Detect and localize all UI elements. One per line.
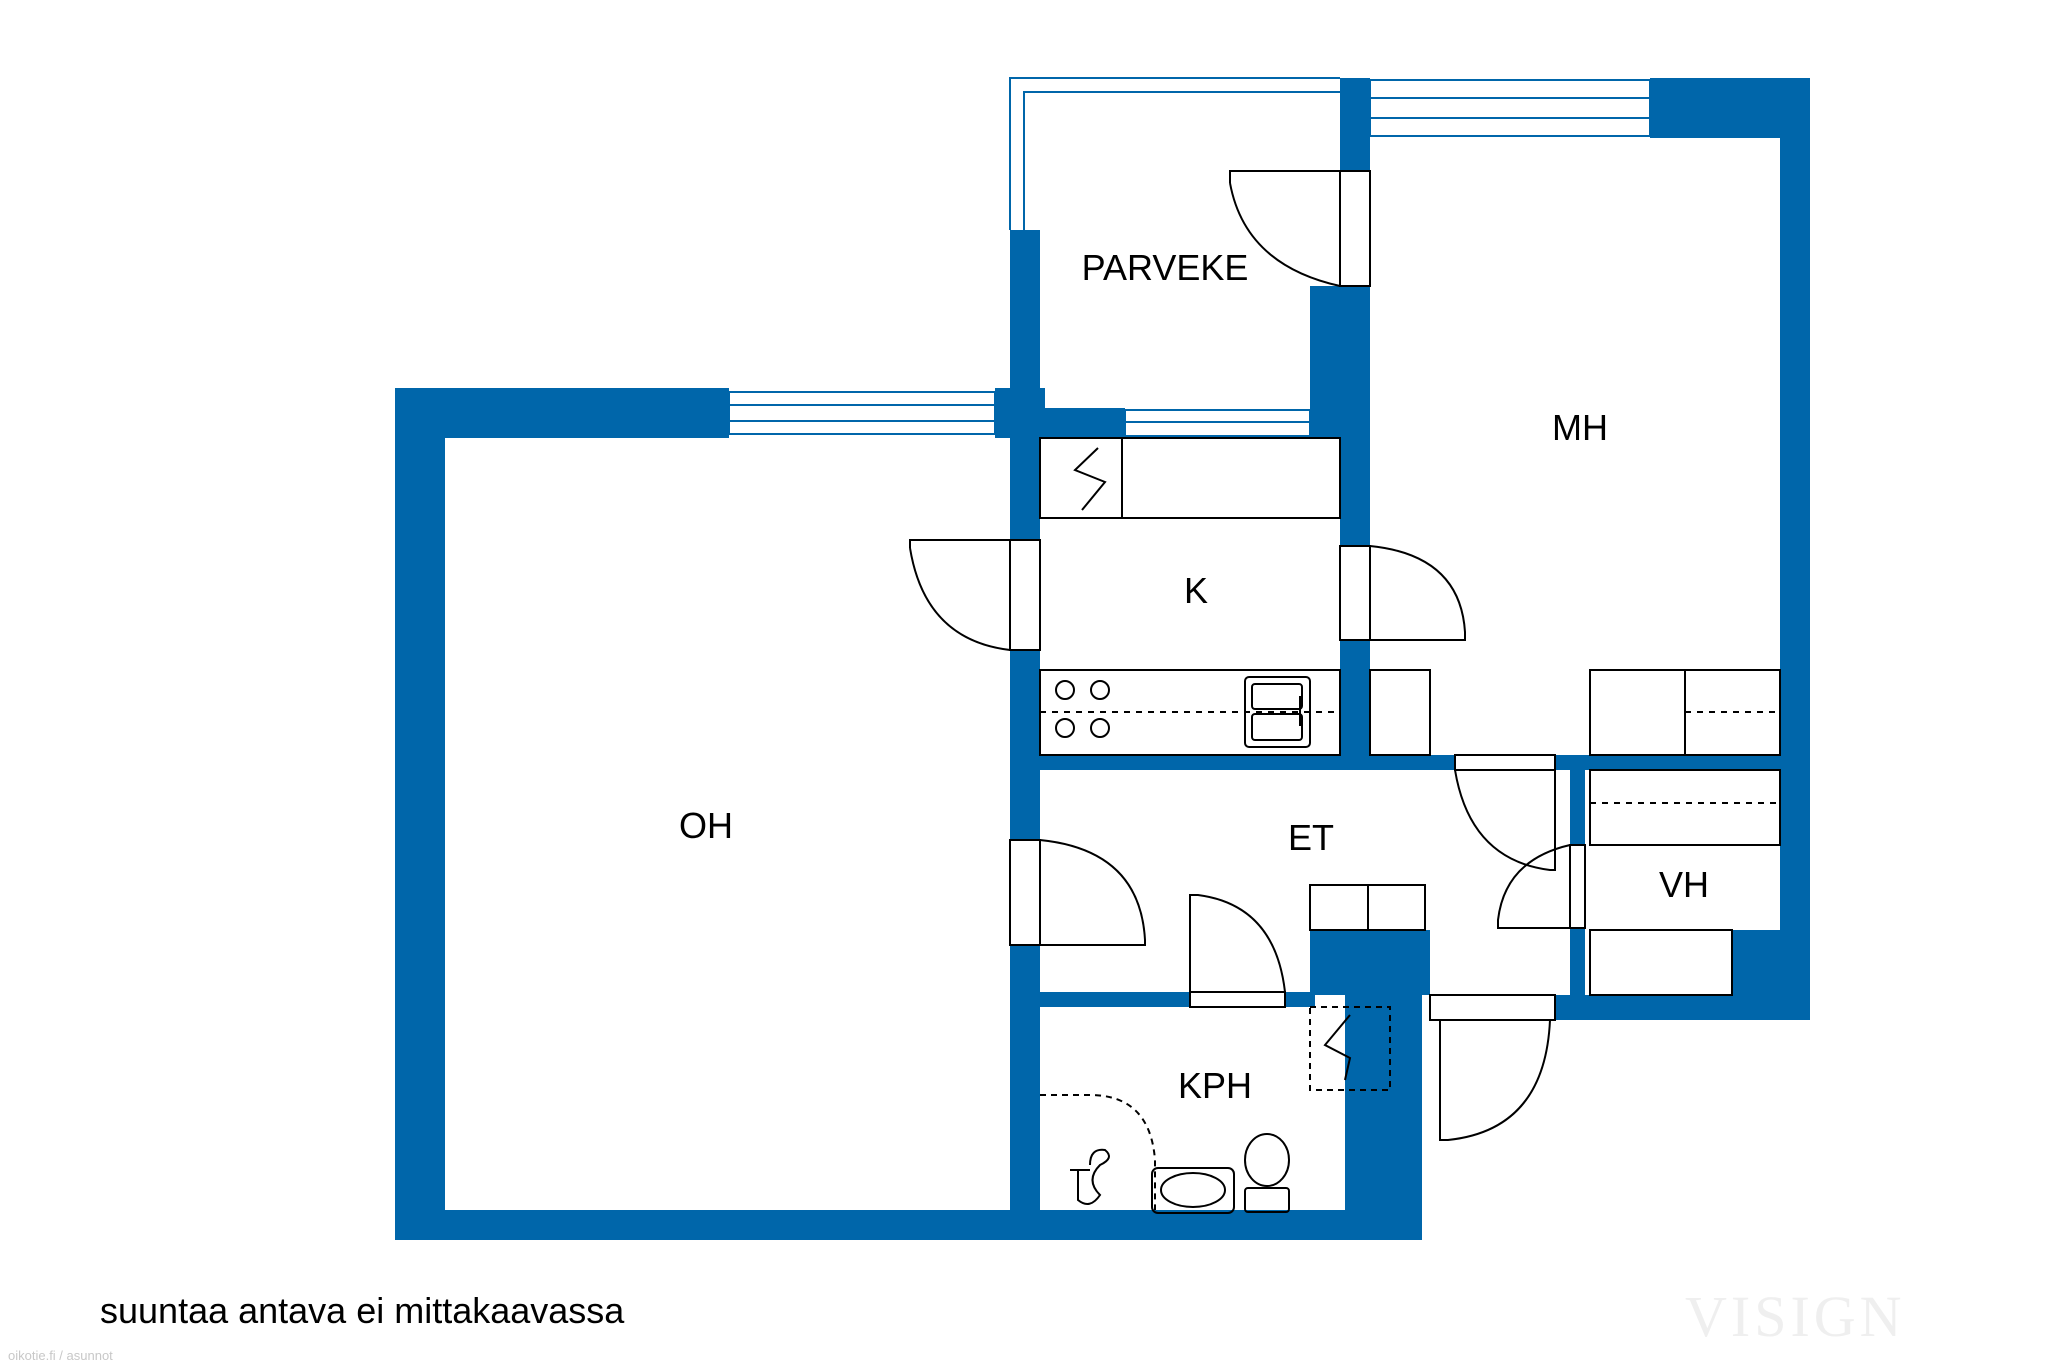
kph-heater bbox=[1309, 1006, 1391, 1091]
wall-k-top bbox=[1010, 408, 1125, 438]
window-mh bbox=[1369, 79, 1651, 137]
wall-balcony-left bbox=[1010, 230, 1040, 440]
wall-center-3 bbox=[1010, 945, 1040, 1210]
door-et-vh bbox=[1497, 844, 1571, 929]
sink-icon bbox=[1244, 676, 1311, 748]
wall-oh-left bbox=[395, 388, 445, 1240]
wall-et-kph-1 bbox=[1040, 992, 1190, 1007]
room-label-k: K bbox=[1184, 570, 1208, 611]
door-oh-et bbox=[1009, 839, 1041, 946]
balcony-glazing bbox=[1009, 77, 1340, 230]
scale-note: suuntaa antava ei mittakaavassa bbox=[100, 1290, 625, 1331]
room-label-parveke: PARVEKE bbox=[1082, 247, 1249, 288]
room-label-mh: MH bbox=[1552, 407, 1608, 448]
wall-center-2 bbox=[1010, 650, 1040, 840]
wall-kph-right bbox=[1345, 930, 1422, 1240]
wall-vh-bottom bbox=[1555, 995, 1810, 1020]
lightning-icon bbox=[1073, 447, 1107, 511]
washbasin bbox=[1151, 1167, 1235, 1214]
door-entrance bbox=[1429, 994, 1556, 1021]
room-label-et: ET bbox=[1288, 817, 1334, 858]
window-oh bbox=[728, 391, 996, 435]
walls bbox=[395, 78, 1810, 1240]
kitchen-counter-top bbox=[1039, 437, 1341, 519]
door-oh-k bbox=[1009, 539, 1041, 651]
door-et-mh bbox=[1454, 754, 1556, 771]
room-label-vh: VH bbox=[1659, 864, 1709, 905]
windows bbox=[728, 77, 1651, 437]
room-label-kph: KPH bbox=[1178, 1065, 1252, 1106]
wall-k-mh-upper bbox=[1340, 78, 1370, 171]
wall-k-mh-2 bbox=[1340, 640, 1370, 760]
wall-oh-top-left bbox=[395, 388, 729, 438]
room-label-oh: OH bbox=[679, 805, 733, 846]
source-credit: oikotie.fi / asunnot bbox=[8, 1348, 113, 1363]
visign-logo: VISIGN bbox=[1685, 1284, 1906, 1349]
room-labels: PARVEKE MH K OH ET VH KPH bbox=[679, 247, 1709, 1106]
door-balcony-mh bbox=[1339, 170, 1371, 287]
wall-bottom bbox=[395, 1210, 1422, 1240]
wall-et-kph-2 bbox=[1285, 992, 1315, 1007]
wall-k-mh-1 bbox=[1340, 286, 1370, 546]
doors bbox=[909, 170, 1586, 1141]
fixtures bbox=[1039, 437, 1781, 1214]
shower-icon bbox=[1077, 1148, 1110, 1205]
shower-curtain bbox=[1040, 1094, 1156, 1210]
mh-cabinet-small bbox=[1369, 669, 1431, 756]
wall-et-mh-2 bbox=[1555, 755, 1810, 770]
vh-wardrobe-top bbox=[1589, 769, 1781, 846]
wall-mh-right bbox=[1780, 78, 1810, 1020]
door-k-mh bbox=[1339, 545, 1371, 641]
stove-icon bbox=[1055, 680, 1075, 700]
wall-et-mh bbox=[1040, 755, 1455, 770]
vh-wardrobe-bottom bbox=[1589, 929, 1733, 996]
door-et-kph bbox=[1189, 991, 1286, 1008]
toilet bbox=[1244, 1133, 1290, 1187]
